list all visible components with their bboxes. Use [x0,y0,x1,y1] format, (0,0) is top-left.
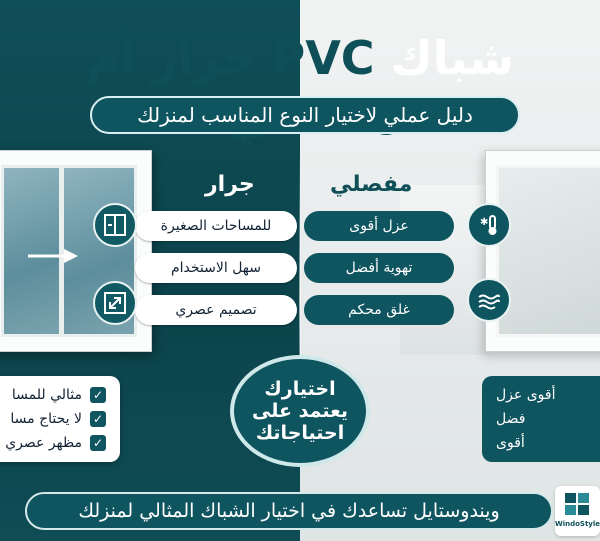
casement-window-image [485,150,600,352]
badge-line-3: احتياجاتك [255,422,345,444]
center-divider [299,150,301,450]
title-pvc: PVC [271,31,375,85]
sliding-benefits-card: ✓ مثالي للمسا ✓ لا يحتاج مسا ✓ مظهر عصري [0,376,120,462]
logo-icon [565,493,589,515]
casement-feature-3: غلق محكم [304,295,454,325]
sliding-feature-2: سهل الاستخدام [135,253,297,283]
badge-line-2: يعتمد على [252,400,348,422]
expand-icon [93,281,137,325]
casement-header: مفصلي [330,172,413,197]
svg-text:✱: ✱ [480,217,488,228]
slide-arrow-icon [28,249,78,263]
title-part-1: شباك [374,31,515,85]
check-icon: ✓ [90,411,106,427]
badge-line-1: اختيارك [264,378,336,400]
sliding-header: جرار [205,172,255,197]
casement-benefits-card: أقوى عزل فضل أقوى [482,376,600,462]
wind-icon [467,278,511,322]
window-pane [496,165,600,337]
list-item: فضل [496,411,526,427]
windostyle-logo: WindoStyle [555,486,600,536]
sliding-window-icon [93,203,137,247]
casement-feature-2: تهوية أفضل [304,253,454,283]
sliding-feature-1: للمساحات الصغيرة [135,211,297,241]
window-pane [1,165,62,337]
list-item: أقوى عزل [496,387,556,403]
list-item: لا يحتاج مسا [10,411,82,427]
footer-banner: ويندوستايل تساعدك في اختيار الشباك المثا… [25,492,553,530]
casement-feature-1: عزل أقوى [304,211,454,241]
list-item: مظهر عصري [5,435,82,451]
subtitle: دليل عملي لاختيار النوع المناسب لمنزلك [90,96,520,134]
sliding-feature-3: تصميم عصري [135,295,297,325]
logo-text: WindoStyle [555,520,600,528]
check-icon: ✓ [90,435,106,451]
choice-badge: اختيارك يعتمد على احتياجاتك [230,355,370,467]
list-item: أقوى [496,435,525,451]
thermometer-snow-icon: ✱ [467,203,511,247]
check-icon: ✓ [90,387,106,403]
list-item: مثالي للمسا [11,387,82,403]
